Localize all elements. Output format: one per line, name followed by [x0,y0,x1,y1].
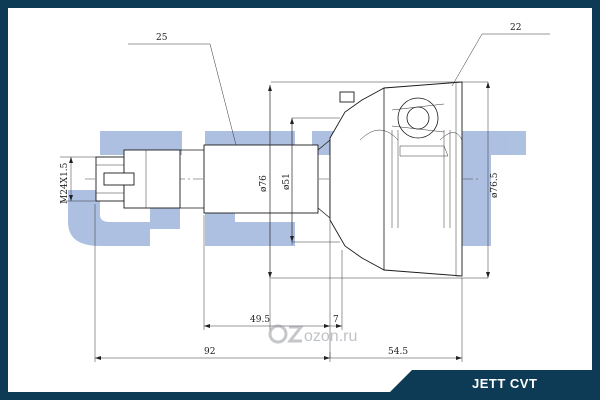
length-7: 7 [333,315,339,325]
thread-dimension: M24X1.5 [60,162,70,204]
diameter-76: ø76 [259,175,269,192]
cv-joint-technical-drawing: 25 22 M24X1.5 ø76 ø51 ø76.5 49.5 7 92 54… [60,23,592,392]
length-49-5: 49.5 [250,315,270,325]
drawing-area: 25 22 M24X1.5 ø76 ø51 ø76.5 49.5 7 92 54… [8,8,592,392]
oz-watermark-icon [268,324,305,344]
dimension-lines [69,82,490,360]
length-54-5: 54.5 [388,347,408,357]
callout-22: 22 [510,23,521,33]
shaft [180,139,331,219]
corner-badge [390,370,592,392]
badge-label: JETT CVT [472,376,537,391]
callout-leaders [128,33,550,146]
diameter-76-5: ø76.5 [490,172,500,198]
threaded-stub [95,149,181,209]
callout-25: 25 [156,33,168,43]
length-92: 92 [204,347,215,357]
diameter-51: ø51 [282,173,292,190]
watermark-text: ozon.ru [304,328,357,345]
outer-housing [329,81,463,277]
